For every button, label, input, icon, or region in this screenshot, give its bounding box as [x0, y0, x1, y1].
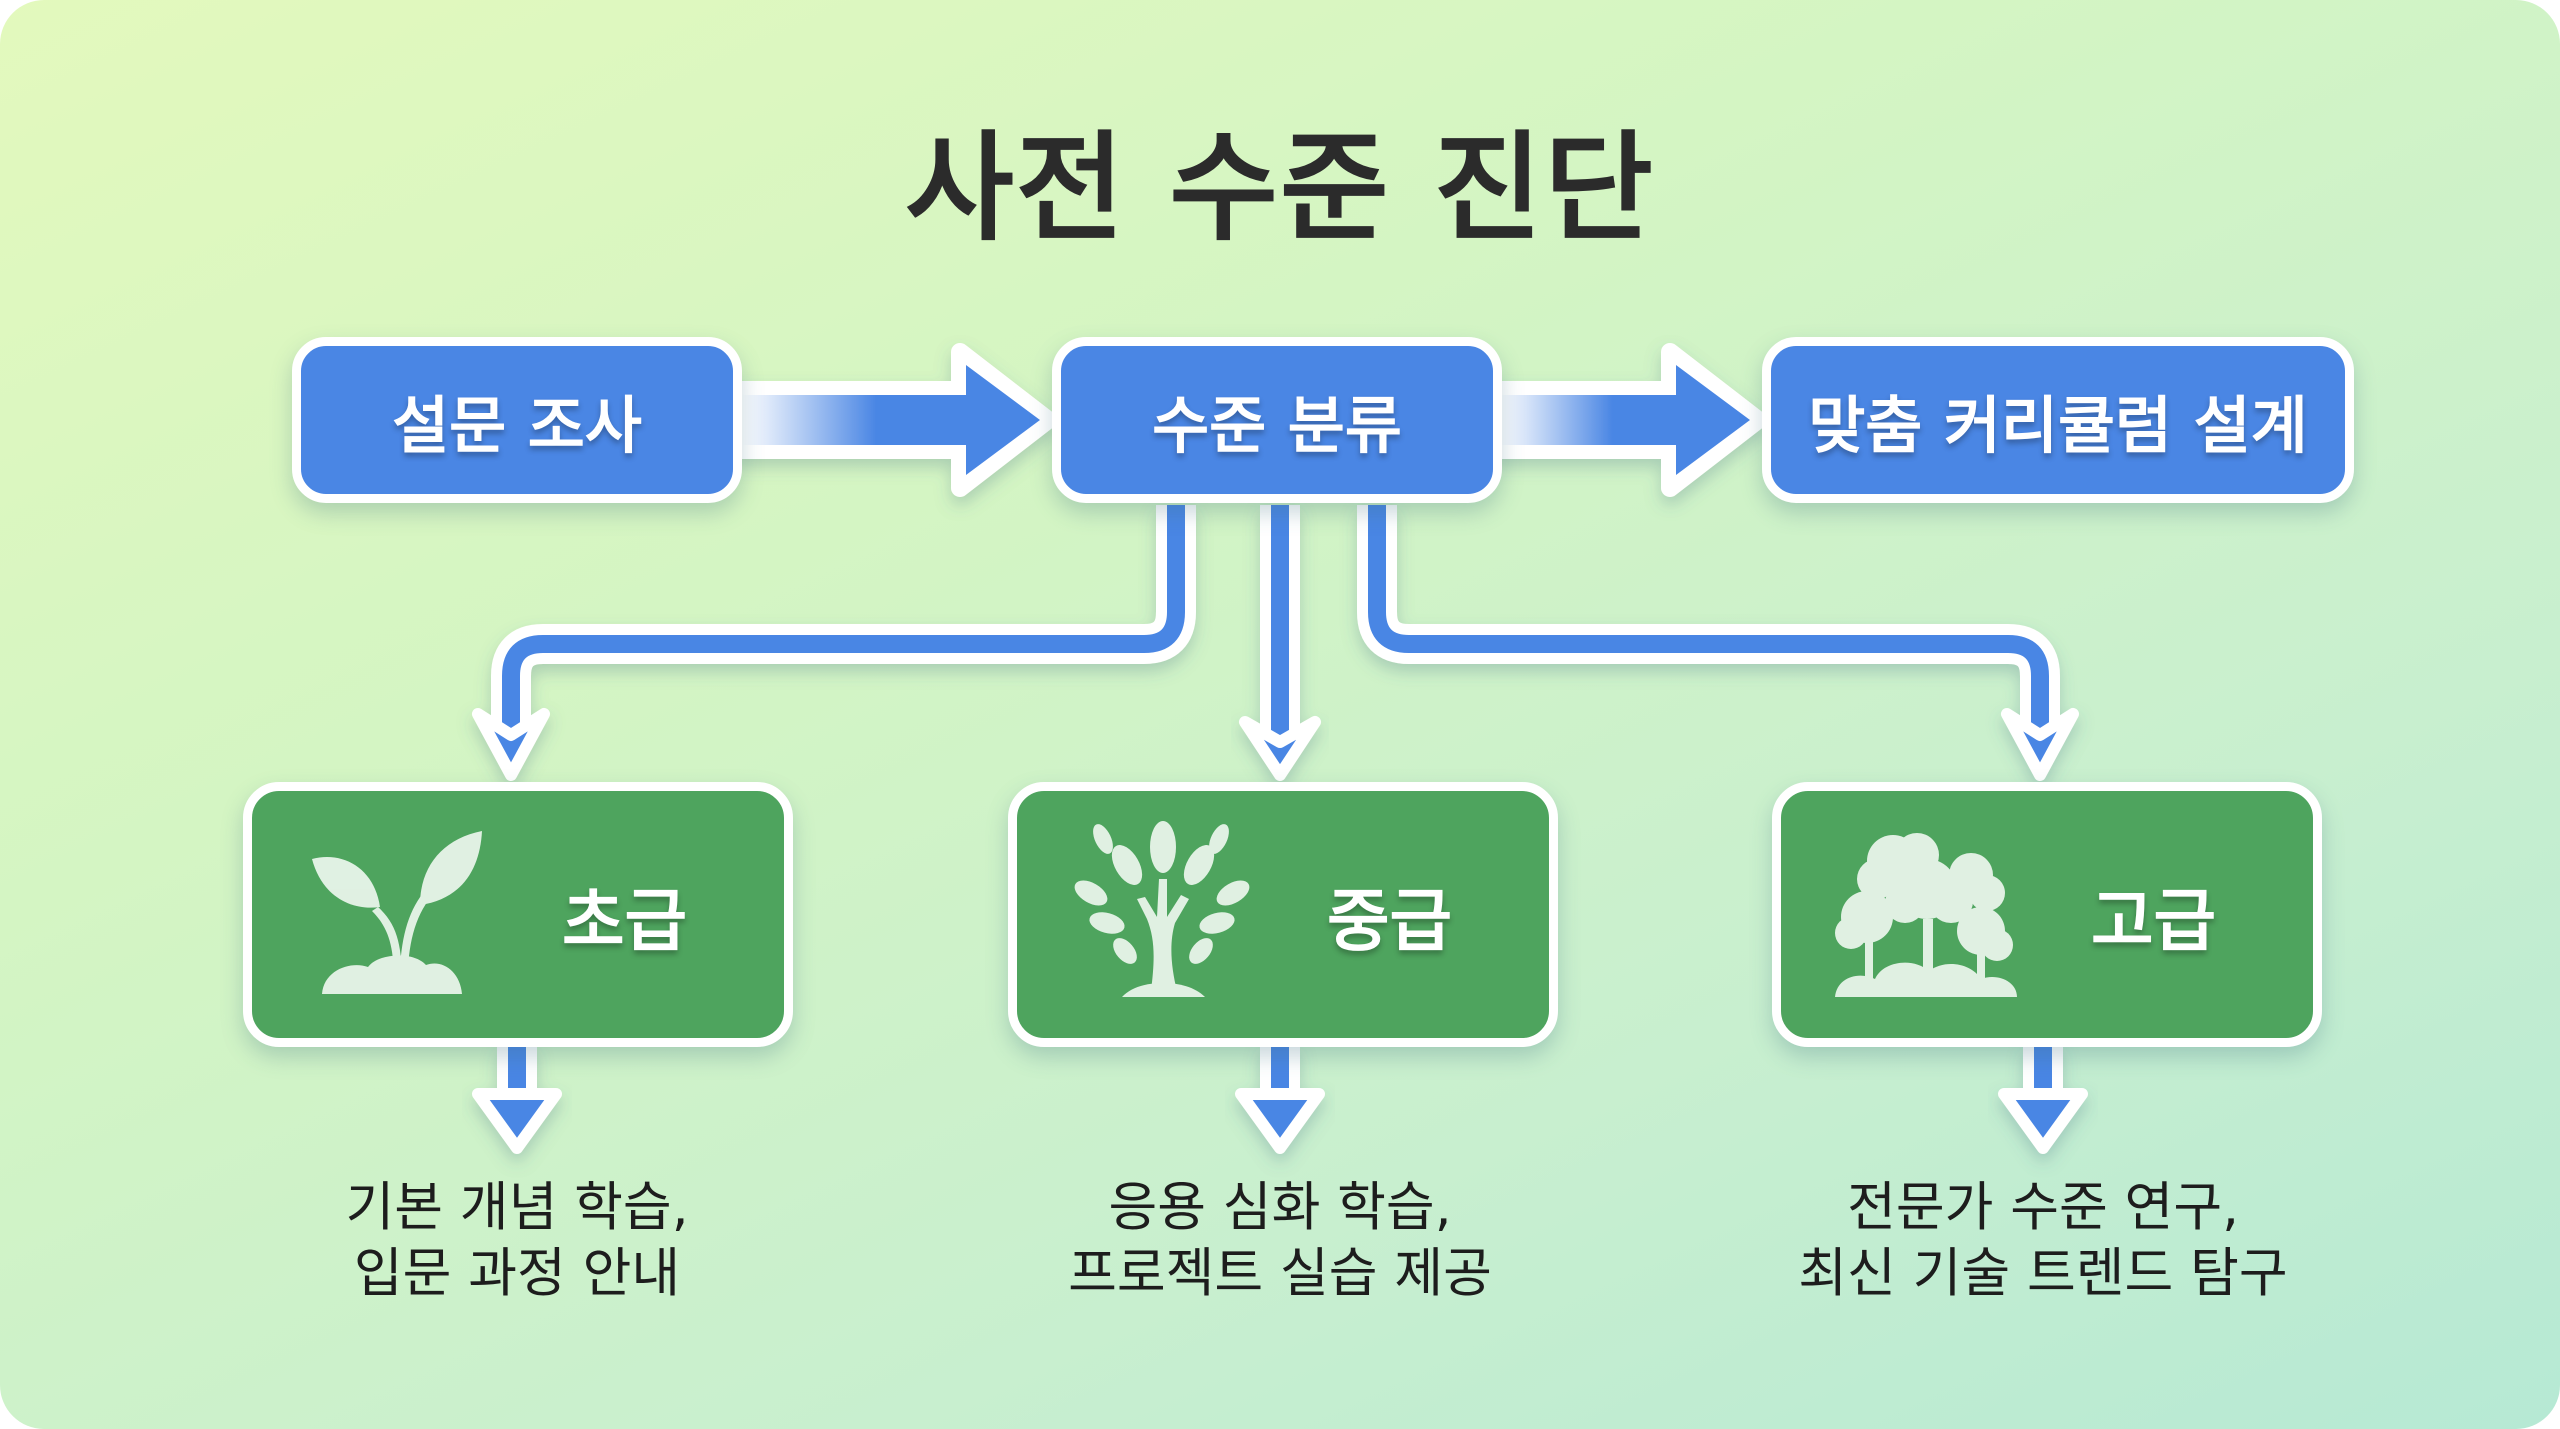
branch-arrow-intermediate	[1239, 505, 1321, 781]
level-beginner[interactable]: 초급	[243, 782, 793, 1047]
level-intermediate-label: 중급	[1327, 882, 1453, 961]
level-advanced-label: 고급	[2091, 882, 2217, 961]
level-beginner-label: 초급	[562, 882, 688, 961]
branch-arrow-beginner	[472, 505, 1196, 781]
arrow-survey-to-classify	[733, 343, 1057, 497]
description-line: 입문 과정 안내	[353, 1243, 681, 1304]
page-title: 사전 수준 진단	[905, 119, 1655, 257]
down-arrow-advanced	[1998, 1045, 2088, 1154]
forest-icon	[1835, 833, 2017, 997]
sprout-icon	[312, 831, 482, 994]
level-advanced-description: 전문가 수준 연구, 최신 기술 트렌드 탐구	[1723, 1175, 2363, 1307]
description-line: 전문가 수준 연구,	[1847, 1177, 2239, 1238]
step-custom-curriculum[interactable]: 맞춤 커리큘럼 설계	[1762, 337, 2354, 503]
description-line: 응용 심화 학습,	[1108, 1177, 1452, 1238]
down-arrow-intermediate	[1235, 1045, 1325, 1154]
level-beginner-description: 기본 개념 학습, 입문 과정 안내	[197, 1175, 837, 1307]
level-intermediate[interactable]: 중급	[1008, 782, 1558, 1047]
description-line: 프로젝트 실습 제공	[1068, 1243, 1492, 1304]
arrow-classify-to-curriculum	[1491, 343, 1767, 497]
level-intermediate-description: 응용 심화 학습, 프로젝트 실습 제공	[960, 1175, 1600, 1307]
step-level-classification[interactable]: 수준 분류	[1052, 337, 1502, 503]
branch-arrow-advanced	[1357, 505, 2079, 781]
down-arrow-beginner	[472, 1045, 562, 1154]
step-custom-curriculum-label: 맞춤 커리큘럼 설계	[1808, 389, 2308, 462]
description-line: 기본 개념 학습,	[345, 1177, 689, 1238]
description-line: 최신 기술 트렌드 탐구	[1798, 1243, 2288, 1304]
step-survey[interactable]: 설문 조사	[292, 337, 742, 503]
tree-icon	[1074, 821, 1250, 997]
step-survey-label: 설문 조사	[392, 389, 642, 462]
level-advanced[interactable]: 고급	[1772, 782, 2322, 1047]
step-level-classification-label: 수준 분류	[1152, 389, 1402, 462]
